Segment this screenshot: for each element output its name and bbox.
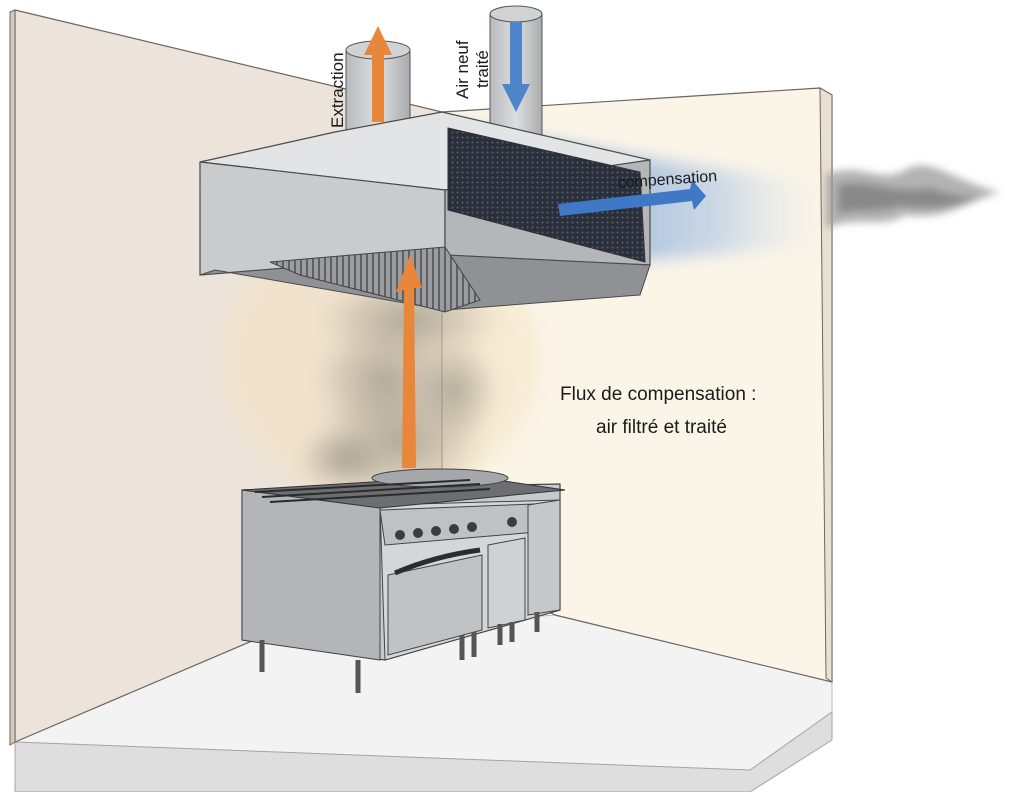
air-neuf-label-line1: Air neuf — [453, 40, 472, 99]
cooking-smoke — [295, 275, 505, 500]
fresh-air-arrow — [502, 22, 530, 112]
extraction-arrow-top — [364, 26, 392, 122]
oven-handle — [394, 547, 481, 576]
exhaust-wisp — [826, 165, 1000, 228]
compensation-label: compensation — [617, 168, 718, 192]
flux-label-line2: air filtré et traité — [596, 417, 727, 438]
air-neuf-label-line2: traité — [473, 50, 492, 88]
left-wall-edge — [9, 9, 16, 746]
compensation-arrow — [558, 180, 706, 216]
extraction-label: Extraction — [328, 52, 347, 128]
control-knobs — [395, 517, 517, 540]
extraction-arrow-smoke — [396, 255, 422, 468]
range-legs — [259, 612, 540, 693]
extraction-hood — [199, 111, 651, 313]
flux-label-line1: Flux de compensation : — [560, 384, 756, 405]
floor-edge — [14, 711, 833, 792]
cooking-range — [241, 468, 566, 693]
